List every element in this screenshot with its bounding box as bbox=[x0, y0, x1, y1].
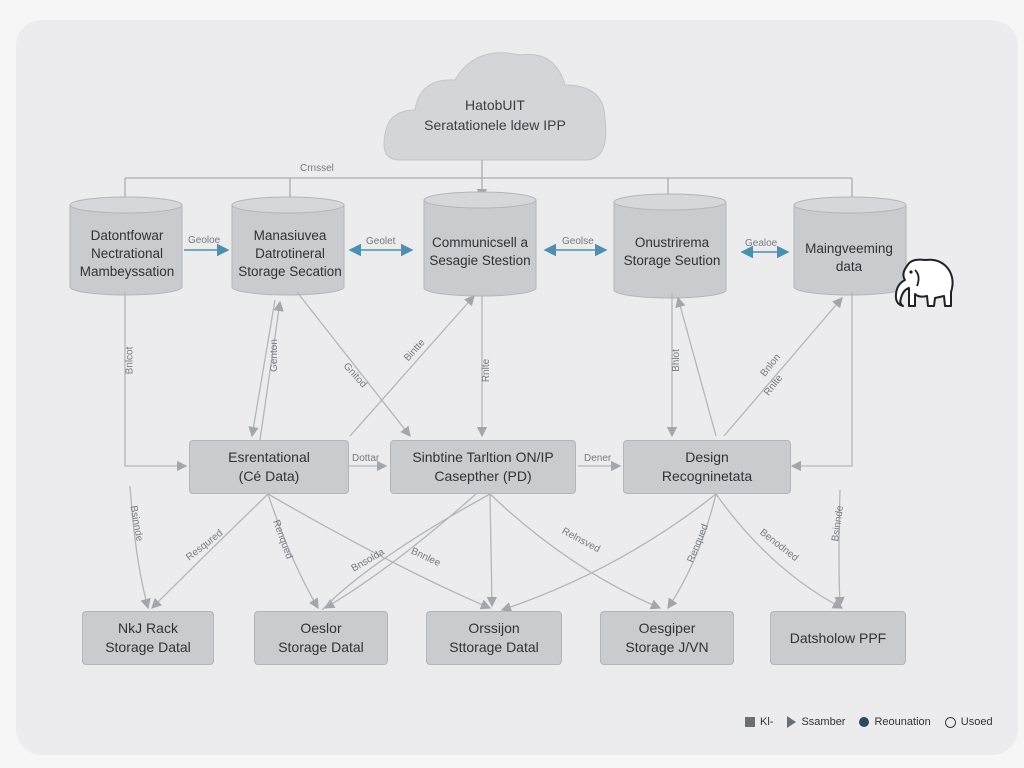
node-label: Sesagie Stestion bbox=[429, 253, 531, 268]
bottom-node-2[interactable]: Oeslor Storage Datal bbox=[254, 611, 388, 665]
node-label: Communicsell a bbox=[431, 235, 529, 250]
node-label: Sinbtine Tarltion ON/IP bbox=[412, 449, 554, 465]
bottom-node-5[interactable]: Datsholow PPF bbox=[770, 611, 906, 665]
elephant-icon bbox=[894, 258, 954, 307]
node-label: Manasiuvea bbox=[253, 228, 327, 243]
legend-label: Kl- bbox=[760, 716, 774, 728]
node-label: Datontfowar bbox=[90, 228, 164, 243]
peer-connectors bbox=[184, 243, 790, 259]
legend-label: Ssamber bbox=[801, 716, 846, 728]
mid-node-2[interactable]: Sinbtine Tarltion ON/IP Casepther (PD) bbox=[390, 440, 576, 494]
node-label: Storage Secation bbox=[238, 264, 342, 279]
edge-label: Genton bbox=[268, 339, 280, 372]
bottom-node-3[interactable]: Orssijon Sttorage Datal bbox=[426, 611, 562, 665]
node-label: NkJ Rack bbox=[118, 620, 178, 636]
storage-node-4[interactable]: Onustrirema Storage Seution bbox=[610, 234, 734, 270]
node-label: Datrotineral bbox=[255, 246, 325, 261]
node-label: Mambeyssation bbox=[79, 264, 175, 279]
edge-label: Dener bbox=[584, 453, 612, 464]
node-label: Oesgiper bbox=[638, 620, 696, 636]
edge-label: Geoloe bbox=[188, 235, 221, 246]
node-label: Design bbox=[685, 449, 729, 465]
node-label: Casepther (PD) bbox=[434, 468, 532, 484]
cloud-title: HatobUIT Seratationele ldew IPP bbox=[395, 95, 595, 135]
legend: Kl- Ssamber Reounation Usoed bbox=[745, 716, 993, 728]
storage-node-3[interactable]: Communicsell a Sesagie Stestion bbox=[418, 234, 542, 270]
storage-cylinder bbox=[793, 196, 907, 296]
storage-cylinders bbox=[69, 191, 907, 299]
node-label: Sttorage Datal bbox=[449, 639, 539, 655]
node-label: Orssijon bbox=[468, 620, 520, 636]
node-label: Esrentational bbox=[228, 449, 310, 465]
storage-node-2[interactable]: Manasiuvea Datrotineral Storage Secation bbox=[228, 227, 352, 281]
storage-cylinder bbox=[613, 193, 727, 299]
storage-cylinder bbox=[69, 196, 183, 296]
mid-node-1[interactable]: Esrentational (Cé Data) bbox=[189, 440, 349, 494]
edge-label: Dottar bbox=[352, 453, 380, 464]
upper-links bbox=[124, 291, 853, 472]
node-label: Storage J/VN bbox=[625, 639, 709, 655]
node-label: Storage Datal bbox=[278, 639, 364, 655]
node-label: Datsholow PPF bbox=[789, 629, 887, 646]
node-label: Recogninetata bbox=[661, 468, 753, 484]
legend-label: Usoed bbox=[960, 716, 993, 728]
node-label: Oeslor bbox=[300, 620, 342, 636]
square-icon bbox=[745, 717, 755, 727]
edge-label: Geolse bbox=[562, 236, 594, 247]
node-label: Storage Datal bbox=[105, 639, 191, 655]
storage-cylinder bbox=[423, 191, 537, 297]
node-label: Onustrirema bbox=[634, 235, 710, 250]
dot-icon bbox=[859, 717, 870, 727]
node-label: Maingveeming bbox=[805, 241, 893, 256]
cloud-line-2: Seratationele ldew IPP bbox=[424, 117, 566, 133]
legend-label: Reounation bbox=[874, 716, 931, 728]
ring-icon bbox=[944, 716, 956, 728]
storage-cylinder bbox=[231, 196, 345, 296]
edge-label: Bnlcot bbox=[124, 346, 136, 375]
edge-label: Rnlte bbox=[481, 358, 493, 383]
node-label: data bbox=[835, 259, 863, 274]
triangle-icon bbox=[787, 716, 797, 728]
mid-node-3[interactable]: Design Recogninetata bbox=[623, 440, 791, 494]
legend-item: Reounation bbox=[859, 716, 931, 728]
bottom-node-4[interactable]: Oesgiper Storage J/VN bbox=[600, 611, 734, 665]
node-label: (Cé Data) bbox=[238, 468, 300, 484]
top-bus-label: Crnssel bbox=[300, 163, 334, 174]
edge-label: Geolet bbox=[366, 236, 396, 247]
lower-links bbox=[129, 485, 845, 613]
node-label: Nectrational bbox=[90, 246, 164, 261]
cloud-node[interactable] bbox=[383, 52, 607, 161]
legend-item: Kl- bbox=[745, 716, 773, 728]
edge-label: Bhlot bbox=[670, 349, 682, 372]
bottom-node-1[interactable]: NkJ Rack Storage Datal bbox=[82, 611, 214, 665]
storage-node-5[interactable]: Maingveeming data bbox=[790, 240, 908, 276]
legend-item: Usoed bbox=[944, 716, 993, 728]
edge-label: Gealoe bbox=[745, 238, 778, 249]
legend-item: Ssamber bbox=[787, 716, 845, 728]
storage-node-1[interactable]: Datontfowar Nectrational Mambeyssation bbox=[66, 227, 188, 281]
node-label: Storage Seution bbox=[623, 253, 721, 268]
cloud-line-1: HatobUIT bbox=[465, 97, 525, 113]
